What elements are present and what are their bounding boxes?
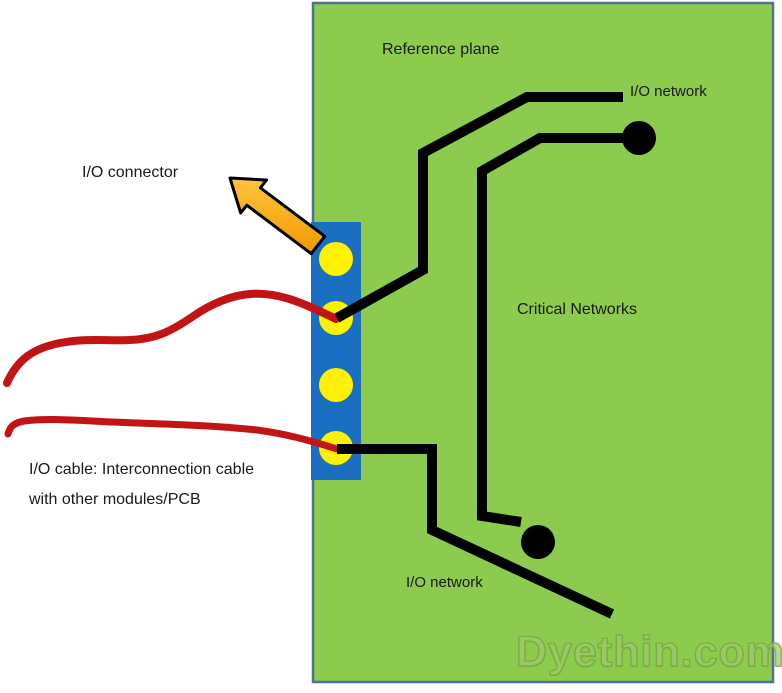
io-network-bottom-label: I/O network: [406, 574, 483, 591]
via-dot-top: [622, 121, 656, 155]
io-network-top-label: I/O network: [630, 83, 707, 100]
reference-plane-board: [311, 1, 775, 684]
io-network-trace-bottom: [337, 444, 615, 619]
io-cable-label-line1: I/O cable: Interconnection cable: [29, 461, 255, 478]
io-network-trace-top: [334, 92, 623, 323]
via-dot-bottom: [521, 525, 555, 559]
connector-pad-1: [319, 242, 353, 276]
io-cable-label-line2: with other modules/PCB: [29, 491, 201, 508]
io-cable-lower: [4, 415, 341, 453]
connector-pad-3: [319, 368, 353, 402]
critical-network-trace: [477, 133, 639, 527]
io-connector-label: I/O connector: [82, 164, 179, 181]
watermark: Dyethin.com: [515, 627, 782, 677]
io-cable-upper: [3, 289, 340, 387]
io-connector-arrow-icon: [228, 176, 327, 256]
critical-networks-label: Critical Networks: [517, 301, 638, 318]
reference-plane-label: Reference plane: [382, 41, 500, 58]
io-cable-label: I/O cable: Interconnection cable with ot…: [29, 455, 309, 515]
